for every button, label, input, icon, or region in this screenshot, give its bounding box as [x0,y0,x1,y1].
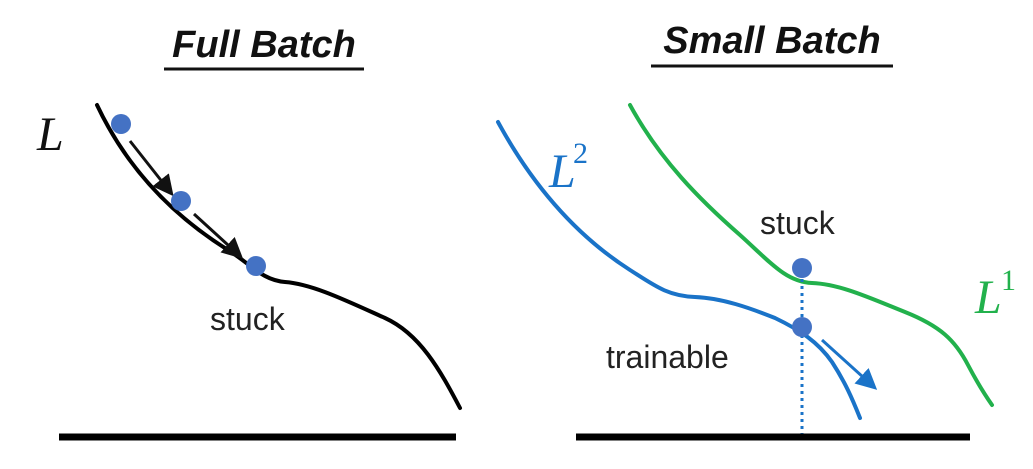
small-batch-stuck-ball [792,258,812,278]
small-batch-loss1-superscript: 1 [1001,264,1016,297]
small-batch-title: Small Batch [663,20,881,62]
small-batch-trainable-ball [792,317,812,337]
full-batch-panel: Full Batch L stuck [36,24,462,441]
full-batch-ball-3 [246,256,266,276]
small-batch-loss2-curve [496,120,862,420]
full-batch-title: Full Batch [172,24,356,66]
full-batch-step-arrow-1 [128,140,174,197]
small-batch-panel: Small Batch L 2 L 1 stuck trainable [496,20,1016,441]
full-batch-ball-1 [111,114,131,134]
full-batch-loss-label: L [36,108,64,161]
full-batch-loss-curve [95,103,462,410]
small-batch-trainable-label: trainable [606,339,729,375]
small-batch-loss2-label: L [548,145,576,198]
small-batch-stuck-label: stuck [760,205,836,241]
small-batch-trainable-arrow [820,338,878,390]
small-batch-loss1-label: L [974,271,1002,324]
full-batch-step-arrow-2 [192,212,244,259]
small-batch-loss1-curve [628,103,994,407]
full-batch-ball-2 [171,191,191,211]
full-batch-stuck-label: stuck [210,301,286,337]
small-batch-loss2-superscript: 2 [573,137,588,170]
